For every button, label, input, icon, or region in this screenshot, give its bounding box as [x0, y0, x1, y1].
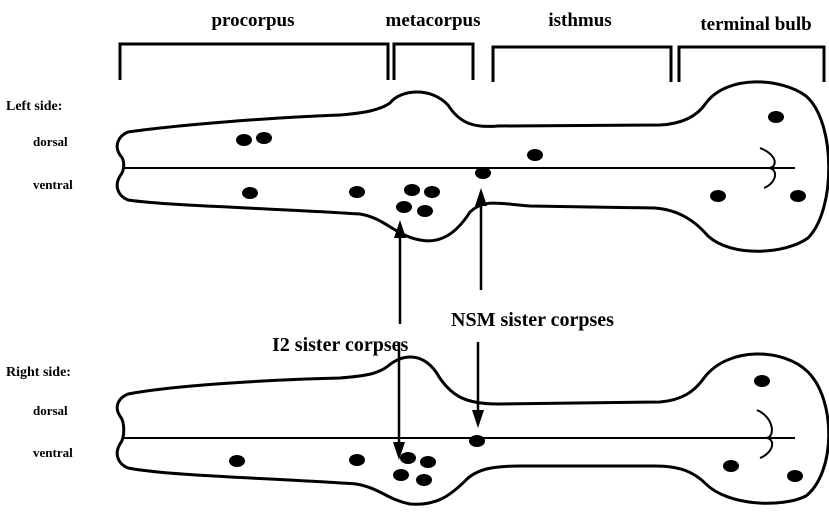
- nucleus-dot: [416, 474, 432, 486]
- nucleus-dot: [349, 454, 365, 466]
- nucleus-dot: [723, 460, 739, 472]
- nsm-arrow-down: [472, 342, 484, 428]
- region-label-procorpus: procorpus: [211, 10, 294, 31]
- nucleus-dot: [256, 132, 272, 144]
- bracket-procorpus: [120, 44, 388, 80]
- bracket-terminal-bulb: [679, 47, 824, 82]
- nucleus-dot: [236, 134, 252, 146]
- right-bulb-grinder: [757, 410, 772, 458]
- nucleus-dot: [475, 167, 491, 179]
- nucleus-dot: [527, 149, 543, 161]
- region-label-isthmus: isthmus: [548, 10, 611, 31]
- nucleus-dot: [349, 186, 365, 198]
- nucleus-dot: [424, 186, 440, 198]
- nucleus-dot: [396, 201, 412, 213]
- bracket-isthmus: [493, 47, 671, 82]
- nucleus-dot: [787, 470, 803, 482]
- nucleus-dot: [404, 184, 420, 196]
- nucleus-dot: [242, 187, 258, 199]
- left-dorsal-label: dorsal: [33, 134, 68, 149]
- i2-sister-corpses-label: I2 sister corpses: [272, 334, 408, 356]
- i2-arrow-up: [394, 220, 406, 324]
- right-pharynx-outline: [117, 354, 829, 504]
- nucleus-dot: [790, 190, 806, 202]
- nucleus-dot: [417, 205, 433, 217]
- nsm-arrow: [475, 188, 487, 290]
- nucleus-dot: [710, 190, 726, 202]
- nucleus-dot: [229, 455, 245, 467]
- nucleus-dot: [754, 375, 770, 387]
- nsm-sister-corpses-label: NSM sister corpses: [451, 309, 614, 331]
- nucleus-dot: [469, 435, 485, 447]
- right-side-label: Right side:: [6, 365, 71, 380]
- nucleus-dot: [768, 111, 784, 123]
- right-dorsal-label: dorsal: [33, 403, 68, 418]
- region-label-terminal-bulb: terminal bulb: [700, 14, 811, 35]
- right-ventral-label: ventral: [33, 445, 73, 460]
- nucleus-dot: [420, 456, 436, 468]
- left-pharynx-outline: [117, 82, 829, 251]
- nucleus-dot: [400, 452, 416, 464]
- left-side-label: Left side:: [6, 99, 62, 114]
- bracket-metacorpus: [394, 44, 473, 80]
- nucleus-dot: [393, 469, 409, 481]
- region-label-metacorpus: metacorpus: [386, 10, 481, 31]
- left-ventral-label: ventral: [33, 177, 73, 192]
